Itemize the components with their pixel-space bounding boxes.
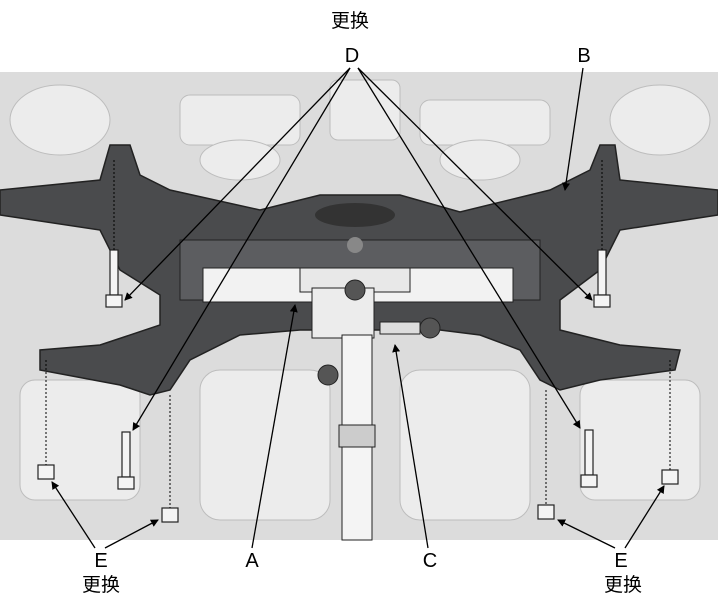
leader-lines: [51, 67, 665, 549]
label-d: D: [344, 45, 360, 67]
subframe-mount-hole: [315, 203, 395, 227]
transmission-jack: [299, 267, 441, 541]
label-e-right: E: [614, 550, 628, 572]
label-e-left: E: [94, 550, 108, 572]
label-replace-right: 更换: [603, 574, 643, 596]
label-replace-left: 更换: [81, 574, 121, 596]
bolt-guide-lines: [45, 160, 671, 508]
label-c: C: [422, 550, 438, 572]
label-replace-top: 更换: [330, 10, 370, 32]
label-b: B: [577, 45, 591, 67]
label-a: A: [245, 550, 259, 572]
subframe-bolt-center: [347, 237, 363, 253]
